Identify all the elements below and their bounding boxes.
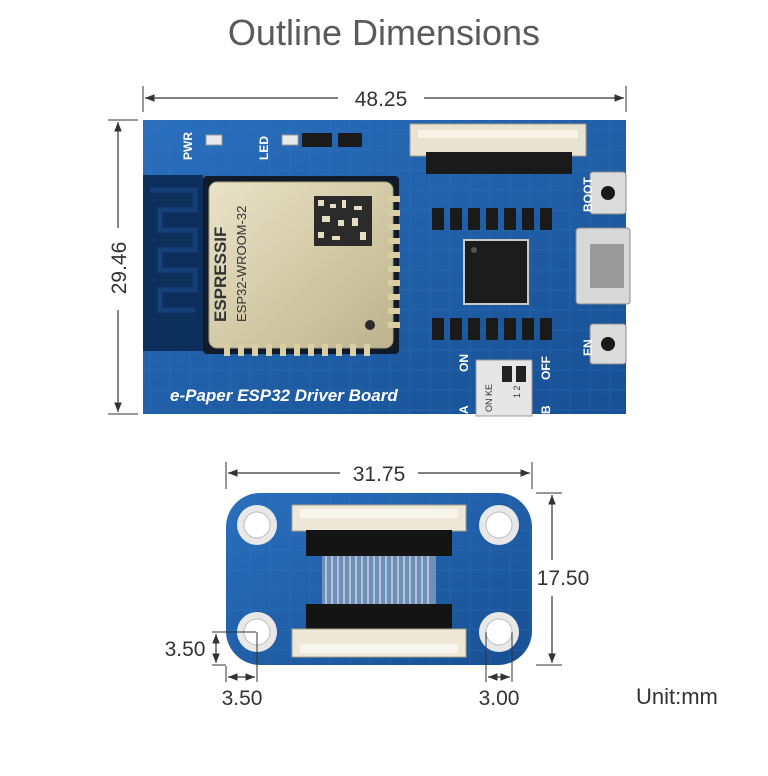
dimension-height-main: 29.46 <box>108 119 138 415</box>
mounting-hole-icon <box>237 505 519 652</box>
dimension-width-adapter: 31.75 <box>225 462 533 489</box>
pwr-label: PWR <box>181 132 195 160</box>
dip-switch: ON KE 1 2 <box>475 359 533 417</box>
resistor-row-bottom <box>432 318 552 340</box>
board-name: e-Paper ESP32 Driver Board <box>170 386 398 405</box>
main-height-label: 29.46 <box>108 242 131 295</box>
status-led-icon <box>281 134 299 146</box>
fpc-connector-main <box>409 123 587 174</box>
dimension-hole-diameter: 3.00 <box>479 632 520 710</box>
resistor-row-top <box>432 208 552 230</box>
on-label: ON <box>457 354 471 372</box>
dimension-height-adapter: 17.50 <box>536 492 590 666</box>
usb-uart-chip <box>463 239 529 305</box>
boot-button <box>589 171 627 215</box>
adapter-width-label: 31.75 <box>353 463 406 486</box>
micro-usb-port <box>575 227 631 305</box>
hole-diameter-label: 3.00 <box>479 687 520 710</box>
esp32-module: ESPRESSIF ESP32-WROOM-32 <box>203 176 400 356</box>
en-label: EN <box>581 339 595 356</box>
fpc-connector-bottom <box>291 604 467 658</box>
en-button <box>589 323 627 365</box>
switch-a-label: A <box>457 405 471 414</box>
unit-label: Unit:mm <box>636 684 718 709</box>
switch-12-label: 1 2 <box>512 385 522 398</box>
hole-offset-x-label: 3.50 <box>222 687 263 710</box>
main-board: ESPRESSIF ESP32-WROOM-32 PWR LED <box>143 120 631 417</box>
fpc-connector-top <box>291 504 467 556</box>
dimension-hole-offset-x: 3.50 <box>222 632 263 710</box>
boot-label: BOOT <box>581 177 595 212</box>
dimension-hole-offset-y: 3.50 <box>165 631 256 666</box>
antenna-trace-icon <box>150 187 198 313</box>
ribbon-traces <box>322 556 436 606</box>
main-width-label: 48.25 <box>355 88 408 111</box>
pwr-led-icon <box>205 134 223 146</box>
led-label: LED <box>257 136 271 160</box>
module-brand: ESPRESSIF <box>211 227 230 322</box>
switch-b-label: B <box>539 405 553 414</box>
switch-on-ke-label: ON KE <box>484 384 494 412</box>
adapter-board <box>226 493 532 665</box>
hole-offset-y-label: 3.50 <box>165 638 206 661</box>
page-title: Outline Dimensions <box>227 12 541 53</box>
dimension-width-main: 48.25 <box>142 86 627 112</box>
adapter-height-label: 17.50 <box>537 567 590 590</box>
off-label: OFF <box>539 356 553 380</box>
module-model: ESP32-WROOM-32 <box>234 206 249 322</box>
